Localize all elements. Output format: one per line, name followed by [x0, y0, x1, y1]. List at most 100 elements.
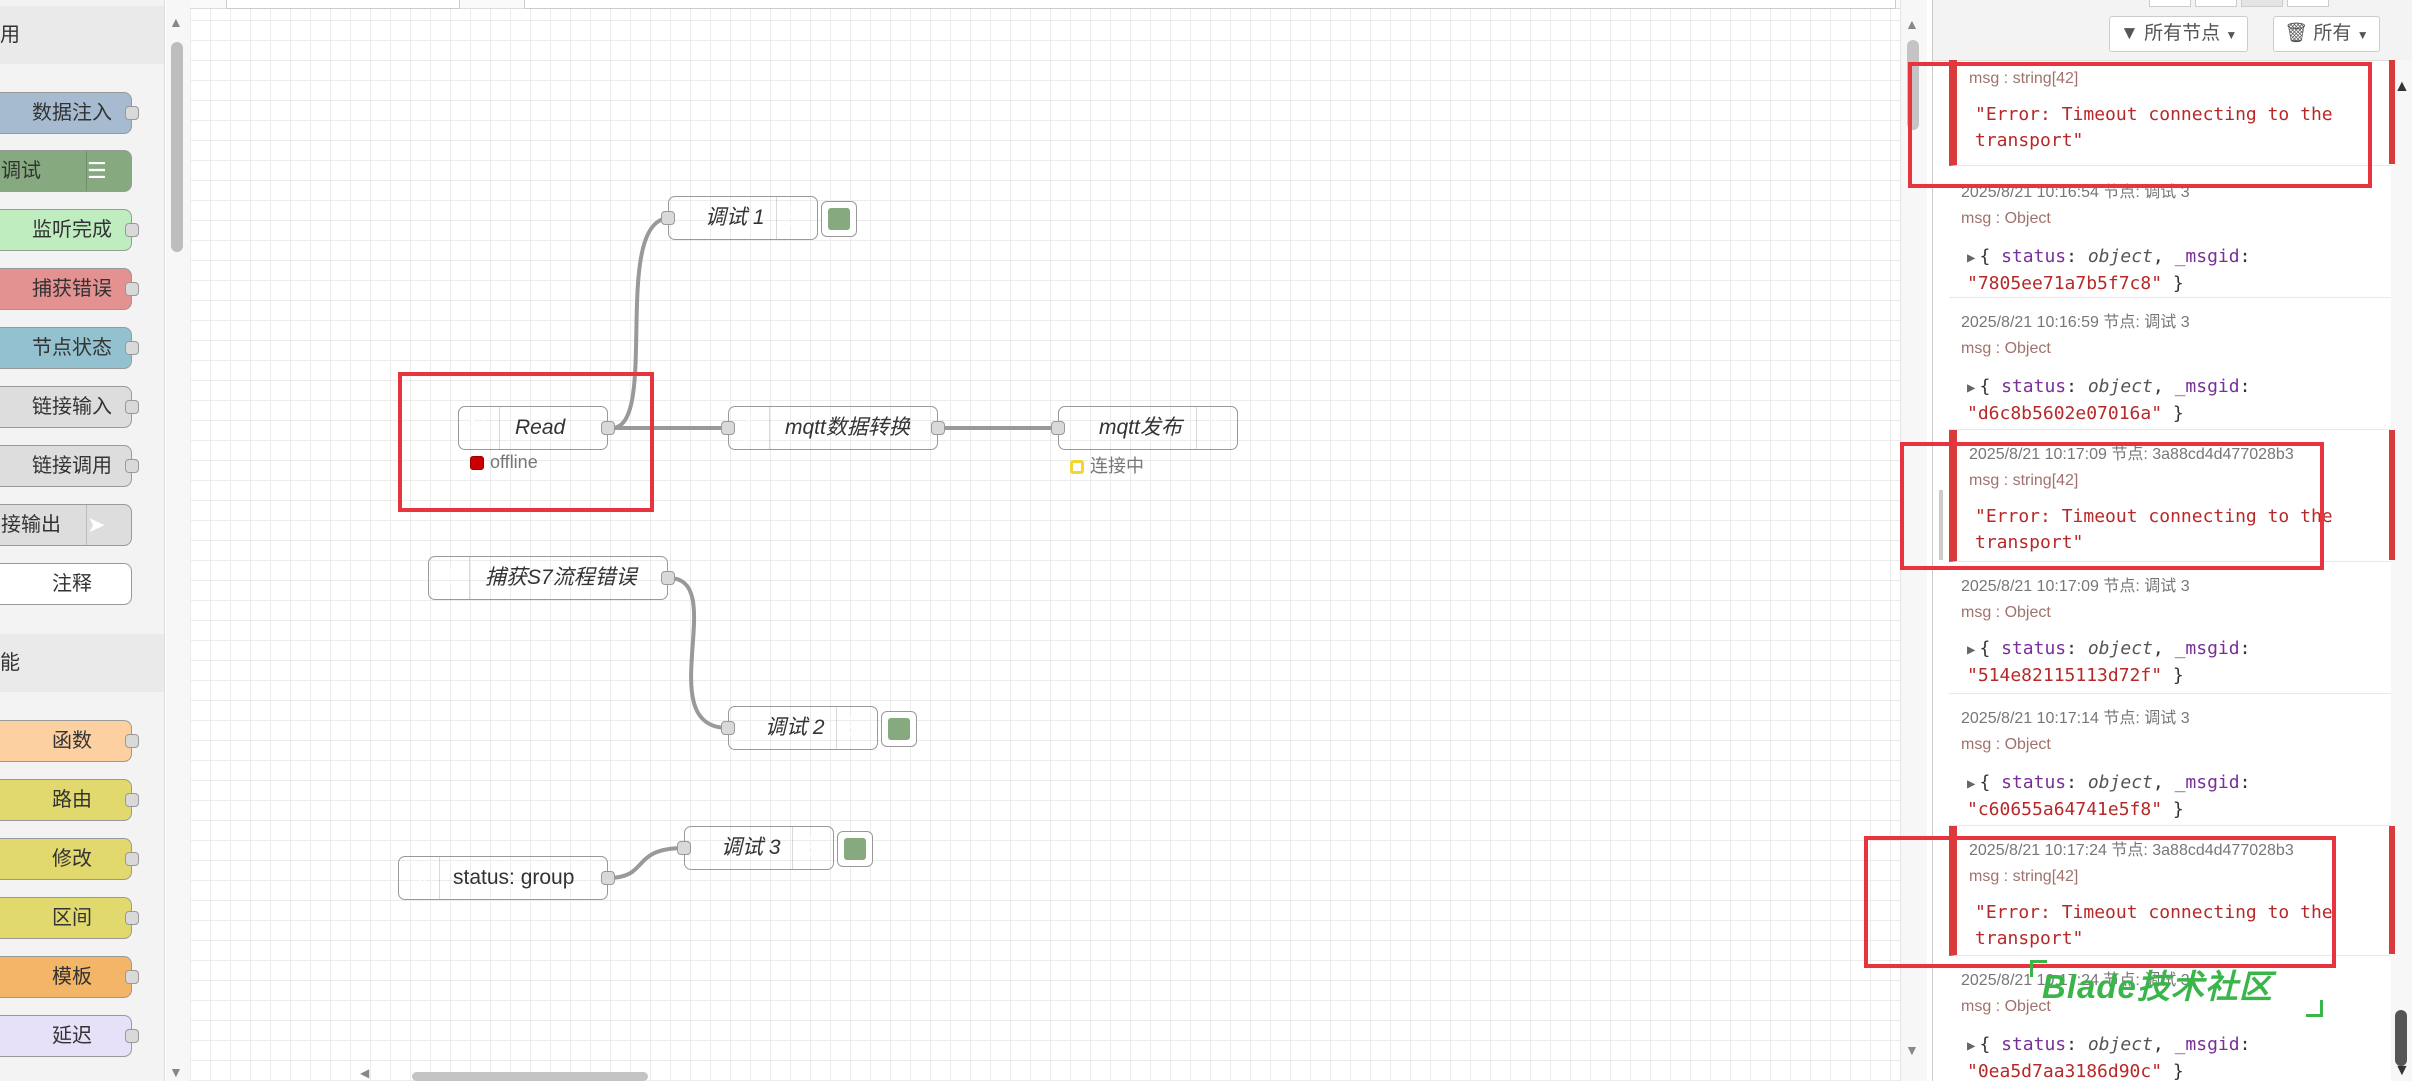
scroll-left-icon[interactable]: ◀	[360, 1066, 370, 1080]
message-value[interactable]: "Error: Timeout connecting to the transp…	[1975, 900, 2333, 952]
debug-message[interactable]: 2025/8/21 10:16:54 节点: 调试 3 msg : Object…	[1949, 166, 2394, 298]
object-key: status	[2001, 1034, 2067, 1055]
output-port[interactable]	[601, 871, 615, 885]
sidebar-vscrollbar[interactable]	[2391, 60, 2412, 1081]
mqtt-out-node[interactable]: mqtt发布 ⦃	[1051, 406, 1238, 450]
message-value[interactable]: ▶{ status: object, _msgid: "d6c8b5602e07…	[1967, 376, 2251, 424]
debug-message[interactable]: 2025/8/21 10:17:14 节点: 调试 3 msg : Object…	[1949, 694, 2394, 826]
message-value[interactable]: ▶{ status: object, _msgid: "0ea5d7aa3186…	[1967, 1034, 2251, 1081]
scroll-up-icon[interactable]: ▲	[2394, 78, 2410, 95]
object-key: _msgid	[2174, 772, 2240, 793]
workspace-tab[interactable]	[524, 0, 1896, 9]
message-value[interactable]: "Error: Timeout connecting to the transp…	[1975, 504, 2333, 556]
palette-category-common[interactable]: 用	[0, 6, 164, 64]
output-port	[125, 459, 139, 473]
message-value[interactable]: ▶{ status: object, _msgid: "514e82115113…	[1967, 638, 2251, 686]
debug-node-3[interactable]: 调试 3 ☰	[677, 826, 873, 870]
palette-node-link-call[interactable]: 链接调用	[0, 445, 139, 487]
msgid-value: "c60655a64741e5f8"	[1967, 799, 2163, 820]
palette-node-label: 模板	[52, 966, 92, 988]
expand-triangle-icon[interactable]: ▶	[1967, 250, 1976, 266]
message-value[interactable]: "Error: Timeout connecting to the transp…	[1975, 102, 2333, 154]
palette-node-label: 路由	[52, 789, 92, 811]
expand-triangle-icon[interactable]: ▶	[1967, 1038, 1976, 1054]
catch-node-s7[interactable]: ! 捕获S7流程错误	[428, 556, 675, 600]
message-meta: 2025/8/21 10:16:59 节点: 调试 3	[1961, 314, 2190, 331]
palette-node-template[interactable]: 模板	[0, 956, 139, 998]
input-port[interactable]	[661, 211, 675, 225]
palette-category-function[interactable]: 能	[0, 634, 164, 692]
sidebar-tab[interactable]	[2241, 0, 2283, 7]
s7-read-node[interactable]: ⎋ Read	[458, 406, 615, 450]
sidebar-vscroll-thumb[interactable]	[2395, 1010, 2407, 1066]
output-port	[125, 341, 139, 355]
sidebar-tab[interactable]	[2287, 0, 2329, 7]
message-line: transport"	[1975, 532, 2084, 553]
expand-triangle-icon[interactable]: ▶	[1967, 642, 1976, 658]
debug-message[interactable]: 2025/8/21 10:17:09 节点: 调试 3 msg : Object…	[1949, 562, 2394, 694]
debug-list-icon: ☰	[86, 151, 131, 191]
palette-node-change[interactable]: 修改	[0, 838, 139, 880]
msgid-value: "7805ee71a7b5f7c8"	[1967, 273, 2163, 294]
scroll-down-icon[interactable]: ▼	[1905, 1042, 1919, 1058]
filter-nodes-dropdown[interactable]: ▼ 所有节点 ▼	[2109, 16, 2249, 52]
debug-message[interactable]: 2025/8/21 10:17:24 节点: 调试 3 msg : Object…	[1949, 956, 2394, 1081]
input-port[interactable]	[677, 841, 691, 855]
palette-node-inject[interactable]: 数据注入	[0, 92, 139, 134]
debug-node-1[interactable]: 调试 1 ☰	[661, 196, 857, 240]
debug-toggle-button[interactable]	[881, 711, 917, 747]
palette-node-function[interactable]: 函数	[0, 720, 139, 762]
output-port[interactable]	[601, 421, 615, 435]
input-port[interactable]	[721, 421, 735, 435]
input-port[interactable]	[721, 721, 735, 735]
flow-workspace[interactable]: 调试 1 ☰ ⎋ Read offline ƒ mqtt数据转换 mqtt发布 …	[190, 0, 1900, 1081]
palette-scroll-thumb[interactable]	[171, 42, 183, 252]
scroll-down-icon[interactable]: ▼	[169, 1064, 183, 1080]
message-value[interactable]: ▶{ status: object, _msgid: "7805ee71a7b5…	[1967, 246, 2251, 294]
debug-message[interactable]: 2025/8/21 10:17:09 节点: 3a88cd4d477028b3 …	[1949, 430, 2394, 562]
clear-messages-dropdown[interactable]: 🗑 所有 ▼	[2273, 16, 2380, 52]
expand-triangle-icon[interactable]: ▶	[1967, 776, 1976, 792]
scroll-up-icon[interactable]: ▲	[1905, 16, 1919, 32]
scroll-down-icon[interactable]: ▼	[2394, 1062, 2410, 1079]
palette-node-debug[interactable]: 调试☰	[0, 150, 132, 192]
palette-node-range[interactable]: 区间	[0, 897, 139, 939]
debug-node-2[interactable]: 调试 2 ☰	[721, 706, 917, 750]
debug-message[interactable]: 2025/8/21 10:17:24 节点: 3a88cd4d477028b3 …	[1949, 826, 2394, 956]
palette-node-status[interactable]: 节点状态	[0, 327, 139, 369]
sidebar-tab[interactable]	[2149, 0, 2191, 7]
debug-message[interactable]: msg : string[42] "Error: Timeout connect…	[1949, 60, 2394, 166]
scroll-up-icon[interactable]: ▲	[169, 14, 183, 30]
workspace-tab[interactable]	[226, 0, 460, 9]
s7-pulse-icon: ⎋	[459, 407, 500, 449]
wire-catch-debug2[interactable]	[668, 576, 729, 730]
output-port[interactable]	[931, 421, 945, 435]
sidebar-tab[interactable]	[2195, 0, 2237, 7]
input-port[interactable]	[1051, 421, 1065, 435]
palette-node-catch[interactable]: 捕获错误	[0, 268, 139, 310]
debug-toggle-button[interactable]	[837, 831, 873, 867]
palette-node-label: 区间	[52, 907, 92, 929]
message-meta: 2025/8/21 10:16:54 节点: 调试 3	[1961, 184, 2190, 201]
workspace-hscroll-thumb[interactable]	[412, 1072, 648, 1081]
palette-node-switch[interactable]: 路由	[0, 779, 139, 821]
alert-icon: !	[429, 557, 470, 599]
debug-message[interactable]: 2025/8/21 10:16:59 节点: 调试 3 msg : Object…	[1949, 298, 2394, 430]
palette-node-comment[interactable]: 注释	[0, 563, 132, 605]
msgid-value: "0ea5d7aa3186d90c"	[1967, 1061, 2163, 1081]
message-value[interactable]: ▶{ status: object, _msgid: "c60655a64741…	[1967, 772, 2251, 820]
wire-read-debug1[interactable]	[611, 216, 671, 430]
output-port[interactable]	[661, 571, 675, 585]
palette-node-delay[interactable]: 延迟	[0, 1015, 139, 1057]
expand-triangle-icon[interactable]: ▶	[1967, 380, 1976, 396]
status-node-group[interactable]: ∿ status: group	[398, 856, 615, 900]
sidebar-resize-handle[interactable]	[1939, 490, 1943, 560]
debug-toggle-button[interactable]	[821, 201, 857, 237]
palette-node-link-out[interactable]: 接输出➤	[0, 504, 132, 546]
status-ring-icon	[1070, 460, 1084, 474]
wire-status-debug3[interactable]	[607, 846, 685, 880]
function-node-mqtt-convert[interactable]: ƒ mqtt数据转换	[721, 406, 945, 450]
palette-node-complete[interactable]: 监听完成	[0, 209, 139, 251]
message-meta: 2025/8/21 10:17:24 节点: 3a88cd4d477028b3	[1969, 842, 2294, 859]
palette-node-link-in[interactable]: 链接输入	[0, 386, 139, 428]
